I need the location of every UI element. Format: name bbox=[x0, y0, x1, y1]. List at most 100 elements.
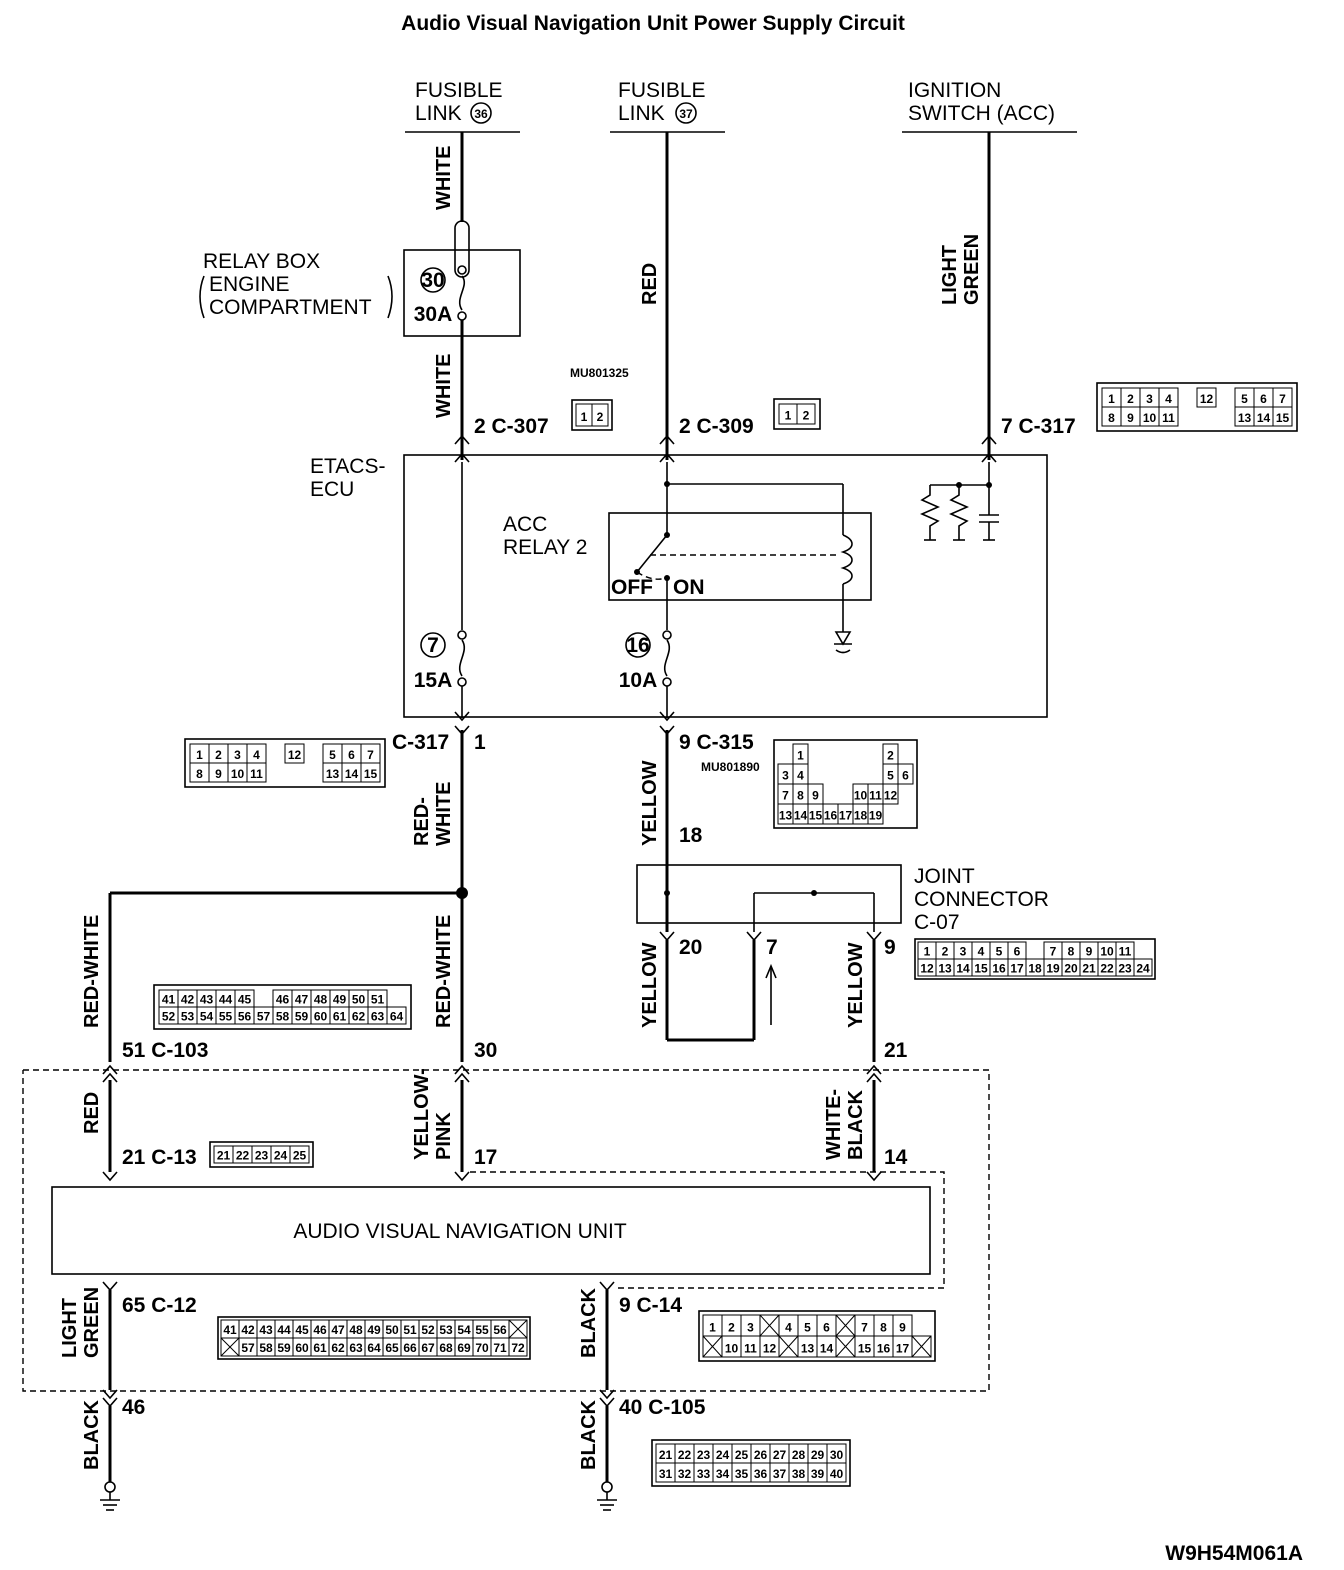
connector-pin-number: 7 bbox=[782, 789, 789, 803]
pin-c317-top: 7 C-317 bbox=[1001, 415, 1076, 438]
connector-pin-number: 24 bbox=[1136, 961, 1150, 975]
acc-relay-label: ACC bbox=[503, 513, 547, 536]
connector-pin-number: 3 bbox=[1146, 392, 1153, 406]
relay-box bbox=[403, 249, 521, 337]
connector-pin-number: 11 bbox=[250, 767, 263, 781]
pin-c12: 65 C-12 bbox=[122, 1294, 197, 1317]
connector-cell bbox=[246, 762, 267, 783]
joint-connector-label-line2: CONNECTOR bbox=[914, 888, 1049, 911]
pin-9: 9 bbox=[884, 936, 896, 959]
fuse-30-rating: 30A bbox=[414, 303, 453, 326]
source-fusible-link-36: FUSIBLE LINK 36 bbox=[405, 79, 520, 133]
fuse-7-num: 7 bbox=[427, 634, 439, 657]
connector-pin-number: 7 bbox=[1279, 392, 1286, 406]
connector-pin-number: 4 bbox=[797, 769, 804, 783]
connector-pin-number: 47 bbox=[331, 1323, 345, 1337]
connector-pin-number: 1 bbox=[785, 409, 792, 423]
connector-cell bbox=[796, 403, 816, 425]
wire-label-white-1: WHITE bbox=[433, 146, 455, 210]
wire-label-green-2: GREEN bbox=[81, 1287, 103, 1358]
connector-pin-number: 44 bbox=[219, 992, 233, 1006]
relay-coil bbox=[834, 534, 853, 654]
connector-pin-number: 13 bbox=[938, 961, 952, 975]
connector-pin-number: 14 bbox=[794, 809, 808, 823]
connector-pin-number: 11 bbox=[869, 789, 882, 803]
fuse-16-rating: 10A bbox=[619, 669, 658, 692]
connector-pin-number: 55 bbox=[475, 1323, 489, 1337]
connector-pin-number: 6 bbox=[1014, 944, 1021, 958]
connector-pin-number: 16 bbox=[992, 961, 1006, 975]
wire-label-yellow-2: YELLOW bbox=[639, 942, 661, 1028]
connector-pin-number: 1 bbox=[709, 1320, 716, 1334]
pin-18: 18 bbox=[679, 824, 703, 847]
etacs-label-line2: ECU bbox=[310, 478, 354, 501]
connector-pin-number: 40 bbox=[830, 1467, 844, 1481]
connector-pin-number: 57 bbox=[257, 1009, 271, 1023]
connector-pin-number: 17 bbox=[839, 809, 853, 823]
connector-pin-number: 53 bbox=[439, 1323, 453, 1337]
connector-pin-number: 22 bbox=[678, 1448, 692, 1462]
connector-pin-number: 64 bbox=[367, 1341, 381, 1355]
connector-pin-number: 58 bbox=[259, 1341, 273, 1355]
joint-connector-label: JOINT bbox=[914, 865, 975, 888]
pin-46: 46 bbox=[122, 1396, 145, 1419]
connector-pin-number: 48 bbox=[349, 1323, 363, 1337]
connector-pin-number: 58 bbox=[276, 1009, 290, 1023]
pin-30: 30 bbox=[474, 1039, 497, 1062]
connector-pin-number: 12 bbox=[1200, 392, 1214, 406]
connector-pin-number: 70 bbox=[475, 1341, 489, 1355]
acc-relay-box bbox=[608, 512, 872, 601]
connector-pin-number: 18 bbox=[854, 809, 868, 823]
wire-label-black-4: BLACK bbox=[578, 1399, 600, 1470]
pin-c14: 9 C-14 bbox=[619, 1294, 682, 1317]
connector-pin-number: 10 bbox=[854, 789, 868, 803]
connector-cell bbox=[1133, 958, 1153, 977]
connector-pin-number: 20 bbox=[1064, 961, 1078, 975]
wire-label-red-white-mid: RED-WHITE bbox=[433, 915, 455, 1028]
etacs-ecu-box bbox=[403, 454, 1048, 718]
connector-pin-number: 47 bbox=[295, 992, 309, 1006]
connector-pin-number: 13 bbox=[326, 767, 340, 781]
pin-c13: 21 C-13 bbox=[122, 1146, 197, 1169]
connector-pin-number: 15 bbox=[809, 809, 823, 823]
connector-pin-number: 42 bbox=[241, 1323, 255, 1337]
connector-cell bbox=[867, 803, 884, 825]
connector-pin-number: 72 bbox=[511, 1341, 525, 1355]
part-number-c307: MU801325 bbox=[570, 366, 629, 380]
connector-pin-number: 3 bbox=[747, 1320, 754, 1334]
figure-code: W9H54M061A bbox=[1165, 1542, 1303, 1565]
connector-pin-number: 8 bbox=[1068, 944, 1075, 958]
connector-pin-number: 14 bbox=[956, 961, 970, 975]
connector-cell bbox=[386, 1006, 407, 1025]
fuse-30-icon bbox=[420, 267, 446, 293]
connector-pin-number: 71 bbox=[493, 1341, 507, 1355]
connector-pin-number: 48 bbox=[314, 992, 328, 1006]
connector-pin-number: 5 bbox=[804, 1320, 811, 1334]
connector-pin-number: 11 bbox=[744, 1341, 757, 1355]
connector-pin-number: 25 bbox=[735, 1448, 749, 1462]
connector-pin-number: 15 bbox=[858, 1341, 872, 1355]
connector-pin-number: 16 bbox=[824, 809, 838, 823]
connector-cell bbox=[360, 762, 381, 783]
pin-c103: 51 C-103 bbox=[122, 1039, 208, 1062]
wire-label-red: RED bbox=[639, 263, 661, 305]
connector-pin-number: 13 bbox=[1238, 411, 1252, 425]
connector-pin-number: 28 bbox=[792, 1448, 806, 1462]
connector-pin-number: 15 bbox=[364, 767, 378, 781]
connector-pin-number: 2 bbox=[942, 944, 949, 958]
avn-unit-label: AUDIO VISUAL NAVIGATION UNIT bbox=[293, 1220, 626, 1243]
pin-21: 21 bbox=[884, 1039, 908, 1062]
connector-pin-number: 49 bbox=[333, 992, 347, 1006]
joint-connector-box bbox=[636, 864, 902, 924]
connector-pin-number: 11 bbox=[1119, 944, 1132, 958]
connector-pin-number: 12 bbox=[763, 1341, 777, 1355]
connector-pin-number: 62 bbox=[352, 1009, 366, 1023]
pin-17: 17 bbox=[474, 1146, 497, 1169]
connector-pin-number: 57 bbox=[241, 1341, 255, 1355]
relay-off-label: OFF bbox=[611, 576, 653, 599]
connector-pin-number: 26 bbox=[754, 1448, 768, 1462]
avn-unit-box[interactable] bbox=[51, 1186, 931, 1275]
connector-pin-number: 13 bbox=[779, 809, 793, 823]
